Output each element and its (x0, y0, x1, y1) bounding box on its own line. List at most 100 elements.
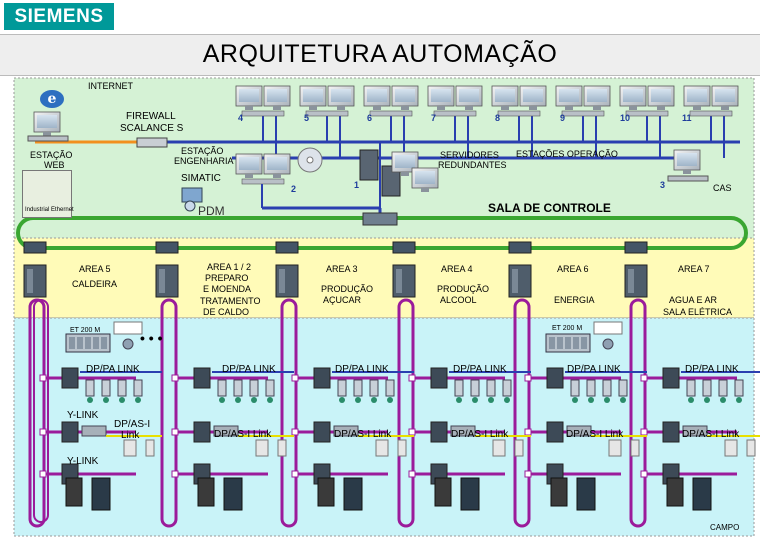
area-4-label: AREA 4 (441, 264, 473, 274)
area-3-name-2: AÇUCAR (323, 295, 362, 305)
area-6-label: AREA 6 (557, 264, 589, 274)
internet-globe-icon: e (40, 90, 64, 108)
dpasi-link-label-4: DP/AS-I Link (451, 429, 509, 440)
dppa-link-label-3: DP/PA LINK (335, 364, 389, 375)
drive-3-a (434, 477, 452, 507)
link-module-2-0 (313, 367, 331, 389)
redundant-servers (359, 149, 439, 197)
field-instrument-0-0 (85, 379, 95, 397)
asi-slave-1 (255, 439, 269, 457)
field-instrument-4-1 (586, 379, 596, 397)
operator-station-4 (235, 85, 291, 117)
industrial-ethernet-badge: Industrial Ethernet (22, 170, 74, 218)
dppa-link-label-6: DP/PA LINK (685, 364, 739, 375)
field-instrument-1-3 (265, 379, 275, 397)
field-instrument-4-0 (570, 379, 580, 397)
operator-station-9 (555, 85, 611, 117)
pdm-label: PDM (198, 204, 225, 218)
server-number: 1 (354, 180, 360, 190)
dpasi-link-label-1b: Link (121, 430, 140, 441)
drive-2-b (343, 477, 363, 511)
servers-label-1: SERVIDORES (440, 150, 499, 160)
drive-4-b (576, 477, 596, 511)
field-instrument-5-0 (686, 379, 696, 397)
dpasi-link-label-1a: DP/AS-I (114, 419, 151, 430)
field-instrument-2-0 (337, 379, 347, 397)
drive-5-b (692, 477, 712, 511)
dppa-link-label-2: DP/PA LINK (222, 364, 276, 375)
link-module-5-1 (662, 421, 680, 443)
station-number-7: 7 (431, 113, 437, 123)
y-link-label-1: Y-LINK (67, 410, 99, 421)
link-module-1-0 (193, 367, 211, 389)
area-4-name-1: PRODUÇÃO (437, 284, 490, 294)
field-instrument-3-1 (470, 379, 480, 397)
drive-3-b (460, 477, 480, 511)
campo-label: CAMPO (710, 523, 740, 532)
field-instrument-5-2 (718, 379, 728, 397)
area-5-label: AREA 5 (79, 264, 111, 274)
area-4-name-2: ALCOOL (440, 295, 477, 305)
field-instrument-0-2 (117, 379, 127, 397)
et200m-rack-0 (65, 321, 143, 353)
simatic-pdm-icon (181, 187, 203, 212)
title-banner (0, 34, 760, 76)
link-module-4-1 (546, 421, 564, 443)
y-link-label-2: Y-LINK (67, 456, 99, 467)
field-instrument-1-1 (233, 379, 243, 397)
et200m-label-1: ET 200 M (70, 327, 101, 334)
profibus-loop-5 (629, 298, 647, 528)
area-12-name-2: E MOENDA (203, 284, 252, 294)
area-12-name-3: TRATAMENTO (200, 296, 261, 306)
field-instrument-0-3 (133, 379, 143, 397)
field-instrument-1-2 (249, 379, 259, 397)
eng-station-label-2: ENGENHARIA (174, 156, 234, 166)
drive-0-b (91, 477, 111, 511)
eng-station-number: 2 (291, 184, 297, 194)
ring-module-2 (275, 241, 299, 254)
field-instrument-2-1 (353, 379, 363, 397)
et200m-rack-1 (545, 321, 623, 353)
drive-0-a (65, 477, 83, 507)
area-12-name-1: PREPARO (205, 273, 249, 283)
drive-4-a (550, 477, 568, 507)
et200m-label-2: ET 200 M (552, 325, 583, 332)
profibus-loop-0 (28, 298, 46, 528)
area-3-label: AREA 3 (326, 264, 358, 274)
area-7-name-2: SALA ELÉTRICA (663, 307, 733, 317)
asi-slave-3 (492, 439, 506, 457)
ring-module-3 (392, 241, 416, 254)
web-station-label-2: WEB (44, 160, 65, 170)
area-6-name: ENERGIA (554, 295, 595, 305)
station-number-5: 5 (304, 113, 310, 123)
operator-station-10 (619, 85, 675, 117)
station-number-6: 6 (367, 113, 373, 123)
link-module-2-1 (313, 421, 331, 443)
operation-stations-label: ESTAÇÕES OPERAÇÃO (516, 149, 618, 159)
area-12-name-4: DE CALDO (203, 307, 250, 317)
field-instrument-4-2 (602, 379, 612, 397)
drive-1-a (197, 477, 215, 507)
station-number-9: 9 (560, 113, 566, 123)
operator-station-11 (683, 85, 739, 117)
ring-module-5 (624, 241, 648, 254)
station-number-4: 4 (238, 113, 244, 123)
page-title: ARQUITETURA AUTOMAÇÃO (202, 40, 558, 68)
drive-2-a (317, 477, 335, 507)
profibus-loop-3 (397, 298, 415, 528)
dpasi-link-label-2: DP/AS-I Link (214, 429, 272, 440)
profibus-loop-2 (280, 298, 298, 528)
dppa-link-label-5: DP/PA LINK (567, 364, 621, 375)
servers-label-2: REDUNDANTES (438, 160, 507, 170)
asi-slave-2 (375, 439, 389, 457)
field-instrument-3-0 (454, 379, 464, 397)
asi-slave-5 (724, 439, 738, 457)
field-instrument-3-3 (502, 379, 512, 397)
operator-station-7 (427, 85, 483, 117)
internet-label: INTERNET (88, 81, 133, 91)
siemens-logo: SIEMENS (4, 3, 114, 30)
operator-station-5 (299, 85, 355, 117)
asi-slave-4 (608, 439, 622, 457)
profibus-loop-4 (513, 298, 531, 528)
dpasi-link-label-5: DP/AS-I Link (566, 429, 624, 440)
